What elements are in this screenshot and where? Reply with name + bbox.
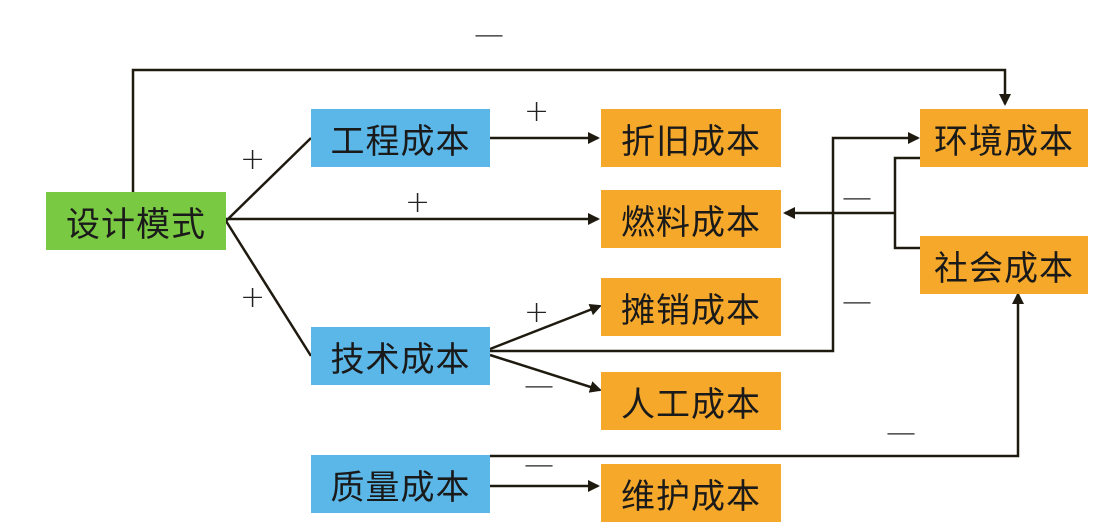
sign-quality-to-social: — (886, 415, 916, 450)
node-labor-cost: 人工成本 (601, 372, 781, 430)
edge-design-to-engineering (225, 137, 312, 222)
sign-technical-to-environment: — (842, 284, 872, 319)
edge-design-to-technical (224, 220, 313, 357)
edge-technical-to-environment (490, 132, 920, 353)
node-fuel-cost: 燃料成本 (601, 190, 781, 248)
edge-technical-to-amortization (489, 304, 602, 351)
node-design-mode: 设计模式 (46, 192, 226, 250)
edge-technical-to-labor (489, 353, 602, 393)
sign-design-to-fuel: + (405, 185, 431, 220)
sign-quality-to-maintenance: — (524, 447, 554, 482)
edge-environment-to-fuel-branch (893, 156, 920, 250)
node-depreciation-cost: 折旧成本 (601, 109, 781, 167)
node-quality-cost: 质量成本 (311, 455, 490, 513)
node-maintenance-cost: 维护成本 (601, 464, 781, 522)
sign-environment-social-to-fuel: — (842, 180, 872, 215)
node-social-cost: 社会成本 (920, 236, 1088, 294)
edge-design-to-environment (131, 68, 1011, 193)
sign-technical-to-amortization: + (524, 295, 550, 330)
sign-design-to-environment: — (474, 17, 504, 52)
node-amortization-cost: 摊销成本 (601, 278, 781, 336)
node-technical-cost: 技术成本 (311, 327, 490, 385)
node-engineering-cost: 工程成本 (311, 109, 490, 167)
sign-technical-to-labor: — (524, 368, 554, 403)
edge-quality-to-social (490, 292, 1024, 458)
sign-engineering-to-depreciation: + (524, 94, 550, 129)
node-environment-cost: 环境成本 (920, 109, 1088, 167)
sign-design-to-engineering: + (240, 142, 266, 177)
sign-design-to-technical: + (240, 280, 266, 315)
